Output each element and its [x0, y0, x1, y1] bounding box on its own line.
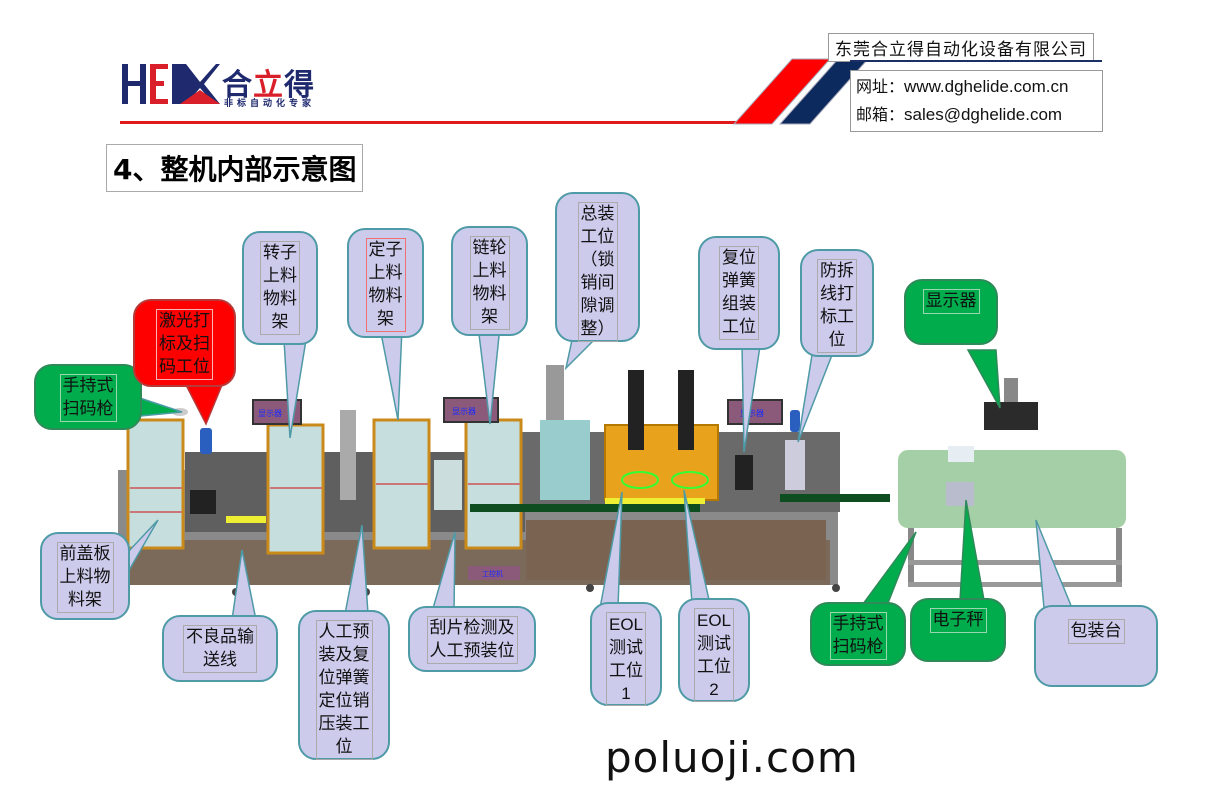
- email-label: 邮箱：: [856, 105, 905, 124]
- brand-tagline: 非标自动化专家: [224, 99, 316, 109]
- callout-handheld-scanner-left: 手持式 扫码枪: [34, 364, 142, 430]
- svg-text:工控机: 工控机: [482, 569, 503, 578]
- callout-stator-rack: 定子 上料 物料 架: [347, 228, 424, 338]
- page-title: 4、整机内部示意图: [106, 144, 364, 192]
- callout-laser-marking: 激光打 标及扫 码工位: [133, 299, 236, 387]
- callout-rotor-rack: 转子 上料 物料 架: [242, 231, 318, 345]
- display-stand: [1004, 378, 1018, 404]
- callout-eol-test-1: EOL 测试 工位 1: [590, 602, 662, 706]
- contact-box: 网址：www.dghelide.com.cn 邮箱：sales@dghelide…: [850, 70, 1103, 132]
- header-divider: [120, 121, 740, 124]
- svg-text:显示器: 显示器: [740, 409, 764, 418]
- brand-logo-mark: [120, 62, 220, 106]
- callout-manual-preassembly: 人工预 装及复 位弹簧 定位销 压装工 位: [298, 610, 390, 760]
- svg-text:显示器: 显示器: [258, 409, 282, 418]
- website-row: 网址：www.dghelide.com.cn: [856, 73, 1102, 101]
- callout-packing-table: 包装台: [1034, 605, 1158, 687]
- website-link[interactable]: www.dghelide.com.cn: [904, 77, 1069, 96]
- scale: [946, 482, 974, 506]
- callout-anti-tamper-marking: 防拆 线打 标工 位: [800, 249, 874, 357]
- email-row: 邮箱：sales@dghelide.com: [856, 101, 1102, 129]
- callout-display: 显示器: [904, 279, 998, 345]
- callout-electronic-scale: 电子秤: [910, 598, 1006, 662]
- screen-3: [727, 399, 783, 425]
- svg-text:显示器: 显示器: [452, 407, 476, 416]
- callout-reject-conveyor: 不良品输 送线: [162, 615, 278, 682]
- website-label: 网址：: [856, 77, 905, 96]
- callout-sprocket-rack: 链轮 上料 物料 架: [451, 226, 528, 336]
- brand-name: 合立得: [222, 68, 315, 103]
- callout-eol-test-2: EOL 测试 工位 2: [678, 598, 750, 702]
- callout-spring-assembly: 复位 弹簧 组装 工位: [698, 236, 780, 350]
- callout-final-assembly: 总装 工位 （锁 销间 隙调 整）: [555, 192, 640, 342]
- display-monitor: [984, 402, 1038, 430]
- watermark: poluoji.com: [605, 733, 859, 782]
- packing-table-top: [898, 450, 1126, 528]
- callout-front-cover-rack: 前盖板 上料物 料架: [40, 532, 130, 620]
- callout-scraper-inspection: 刮片检测及 人工预装位: [408, 606, 536, 672]
- callout-handheld-scanner-right: 手持式 扫码枪: [810, 602, 906, 666]
- company-underline: [850, 60, 1102, 62]
- email-link[interactable]: sales@dghelide.com: [904, 105, 1063, 124]
